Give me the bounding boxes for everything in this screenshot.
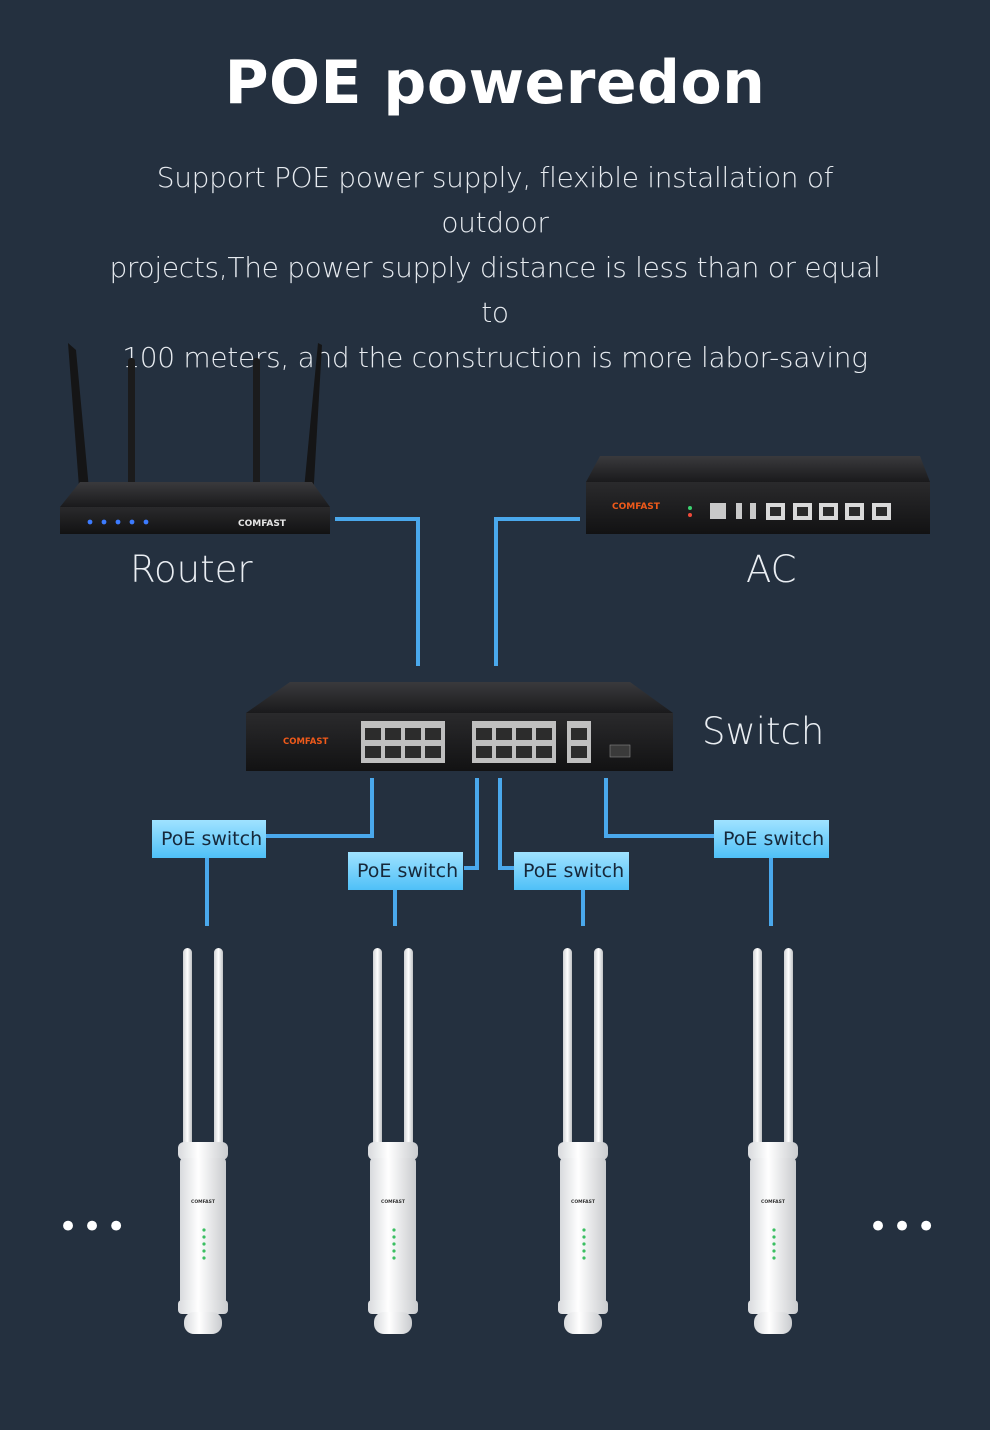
subtitle-line-1: Support POE power supply, flexible insta…: [156, 161, 834, 239]
router-brand: COMFAST: [238, 519, 287, 529]
ap1-brand: COMFAST: [191, 1199, 216, 1205]
page-title: POE poweredon: [224, 48, 766, 118]
router-device: COMFAST: [60, 343, 330, 534]
ellipsis-left: •••: [58, 1207, 131, 1247]
switch-to-ap1-line: [266, 778, 374, 838]
switch-to-ap3-line: [498, 778, 514, 870]
switch-brand: COMFAST: [283, 737, 328, 747]
router-to-switch-line: [335, 517, 420, 666]
poe-switch-label-4: PoE switch: [714, 820, 829, 858]
switch-to-ap2-line: [464, 778, 479, 870]
access-point-1: COMFAST: [178, 948, 228, 1334]
switch-to-ap4-line: [604, 778, 714, 838]
ac-label: AC: [746, 548, 797, 591]
access-point-4: COMFAST: [748, 948, 798, 1334]
switch-label: Switch: [702, 710, 825, 753]
subtitle-line-2: projects,The power supply distance is le…: [109, 251, 881, 329]
poe-switch-label-2: PoE switch: [348, 852, 463, 890]
page-subtitle: Support POE power supply, flexible insta…: [100, 155, 890, 380]
ellipsis-right: •••: [868, 1207, 941, 1247]
router-label: Router: [130, 548, 253, 591]
poe-switch-label-1: PoE switch: [152, 820, 266, 858]
ac-device: COMFAST: [586, 456, 930, 534]
connector-lines: [205, 517, 773, 926]
ap3-brand: COMFAST: [571, 1199, 596, 1205]
subtitle-line-3: 100 meters, and the construction is more…: [122, 341, 868, 374]
switch-device: COMFAST: [246, 682, 673, 771]
access-point-3: COMFAST: [558, 948, 608, 1334]
access-point-2: COMFAST: [368, 948, 418, 1334]
ac-to-switch-line: [494, 517, 580, 666]
ap4-brand: COMFAST: [761, 1199, 786, 1205]
ap2-brand: COMFAST: [381, 1199, 406, 1205]
poe-switch-label-3: PoE switch: [514, 852, 629, 890]
ac-brand: COMFAST: [612, 502, 661, 512]
